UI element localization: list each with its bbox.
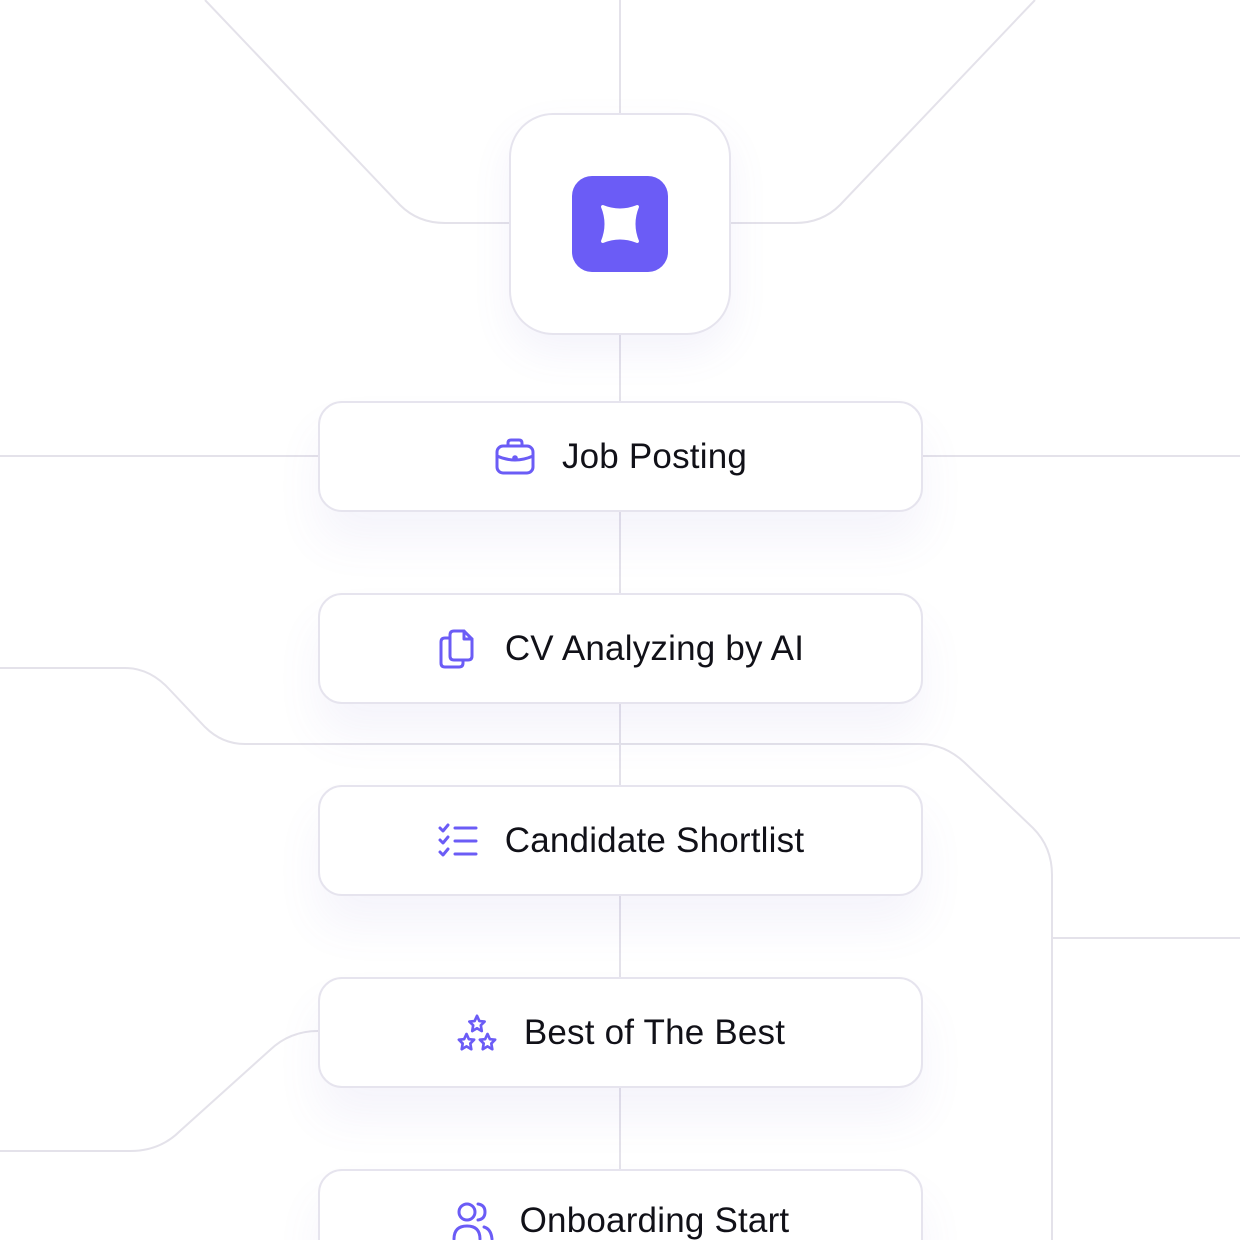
- step-job-posting[interactable]: Job Posting: [318, 401, 923, 512]
- briefcase-icon: [494, 436, 536, 478]
- sparkle-star-icon: [572, 176, 668, 272]
- users-icon: [452, 1200, 494, 1240]
- step-label: CV Analyzing by AI: [504, 628, 805, 668]
- step-cv-analyzing[interactable]: CV Analyzing by AI: [318, 593, 923, 704]
- stars-icon: [456, 1012, 498, 1054]
- checklist-icon: [437, 820, 479, 862]
- step-best-of-the-best[interactable]: Best of The Best: [318, 977, 923, 1088]
- step-label: Best of The Best: [523, 1012, 786, 1052]
- documents-icon: [437, 628, 479, 670]
- step-label: Onboarding Start: [519, 1200, 790, 1240]
- step-label: Job Posting: [561, 436, 748, 476]
- logo-card[interactable]: [509, 113, 731, 335]
- step-onboarding-start[interactable]: Onboarding Start: [318, 1169, 923, 1240]
- step-candidate-shortlist[interactable]: Candidate Shortlist: [318, 785, 923, 896]
- step-label: Candidate Shortlist: [504, 820, 805, 860]
